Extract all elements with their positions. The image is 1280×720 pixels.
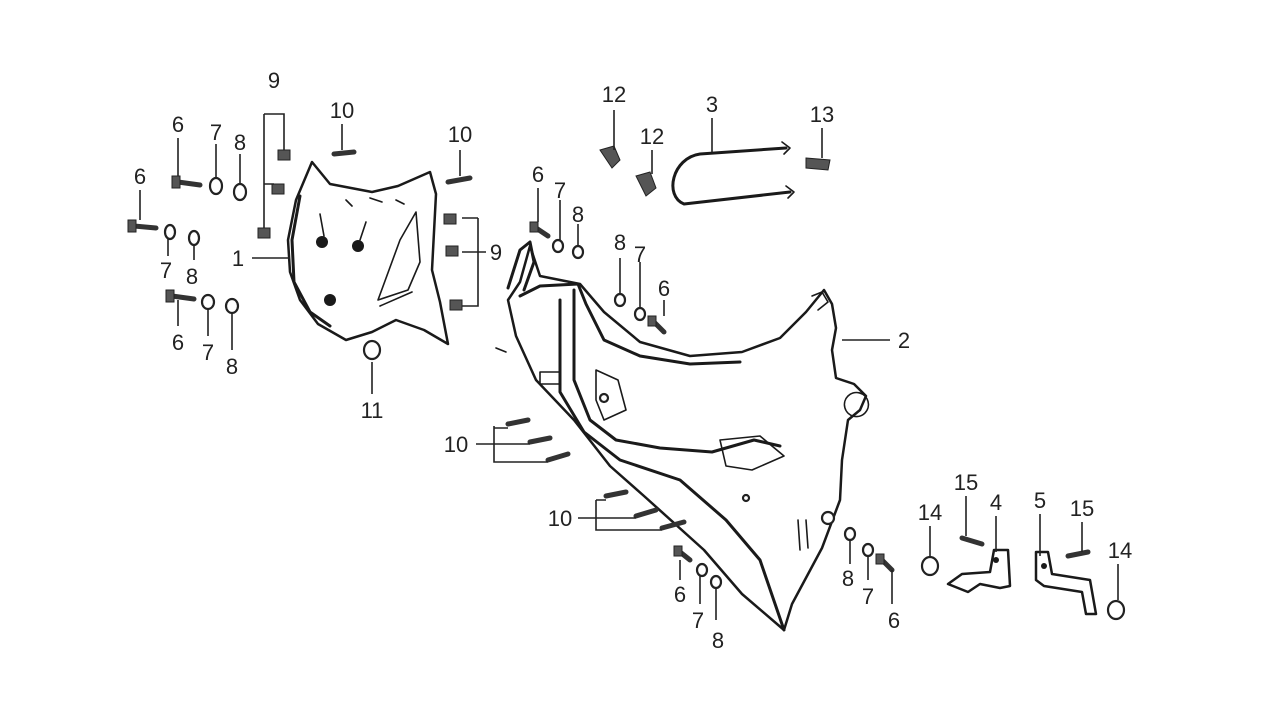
part-3-u-bracket bbox=[671, 141, 795, 206]
callout-8: 8 bbox=[614, 230, 626, 255]
clip-screw-hardware bbox=[257, 145, 1091, 559]
callout-15: 15 bbox=[1070, 496, 1094, 521]
callout-7: 7 bbox=[634, 242, 646, 267]
callout-15: 15 bbox=[954, 470, 978, 495]
callout-9: 9 bbox=[268, 68, 280, 93]
callout-10: 10 bbox=[330, 98, 354, 123]
callout-12: 12 bbox=[602, 82, 626, 107]
callout-10: 10 bbox=[444, 432, 468, 457]
callout-11: 11 bbox=[361, 398, 384, 423]
callout-12: 12 bbox=[640, 124, 664, 149]
callout-8: 8 bbox=[234, 130, 246, 155]
callout-6: 6 bbox=[658, 276, 670, 301]
callout-7: 7 bbox=[210, 120, 222, 145]
callout-4: 4 bbox=[990, 490, 1002, 515]
part-5-bracket bbox=[1034, 550, 1098, 616]
callout-6: 6 bbox=[172, 330, 184, 355]
callout-3: 3 bbox=[706, 92, 718, 117]
callout-2: 2 bbox=[898, 328, 910, 353]
callout-1: 1 bbox=[232, 246, 244, 271]
callout-5: 5 bbox=[1034, 488, 1046, 513]
washer-hardware bbox=[163, 176, 1126, 621]
callout-6: 6 bbox=[674, 582, 686, 607]
part-4-bracket bbox=[946, 548, 1012, 594]
callout-8: 8 bbox=[842, 566, 854, 591]
callout-9: 9 bbox=[490, 240, 502, 265]
callout-6: 6 bbox=[172, 112, 184, 137]
callout-8: 8 bbox=[572, 202, 584, 227]
callout-7: 7 bbox=[554, 178, 566, 203]
callout-6: 6 bbox=[532, 162, 544, 187]
bolt-6-hardware bbox=[127, 175, 895, 573]
callout-8: 8 bbox=[712, 628, 724, 653]
part-1-front-panel bbox=[286, 160, 450, 346]
part-2-side-body-cover bbox=[495, 240, 870, 632]
callout-6: 6 bbox=[888, 608, 900, 633]
callout-6: 6 bbox=[134, 164, 146, 189]
callout-8: 8 bbox=[186, 264, 198, 289]
callout-7: 7 bbox=[692, 608, 704, 633]
callout-10: 10 bbox=[448, 122, 472, 147]
callout-7: 7 bbox=[160, 258, 172, 283]
callout-labels: 1 2 3 4 5 6 6 6 6 6 6 6 7 7 7 7 7 7 7 8 … bbox=[134, 68, 1132, 653]
callout-7: 7 bbox=[862, 584, 874, 609]
callout-8: 8 bbox=[226, 354, 238, 379]
callout-14: 14 bbox=[1108, 538, 1132, 563]
callout-14: 14 bbox=[918, 500, 942, 525]
callout-10: 10 bbox=[548, 506, 572, 531]
leader-lines bbox=[139, 110, 1119, 620]
callout-7: 7 bbox=[202, 340, 214, 365]
callout-13: 13 bbox=[810, 102, 834, 127]
